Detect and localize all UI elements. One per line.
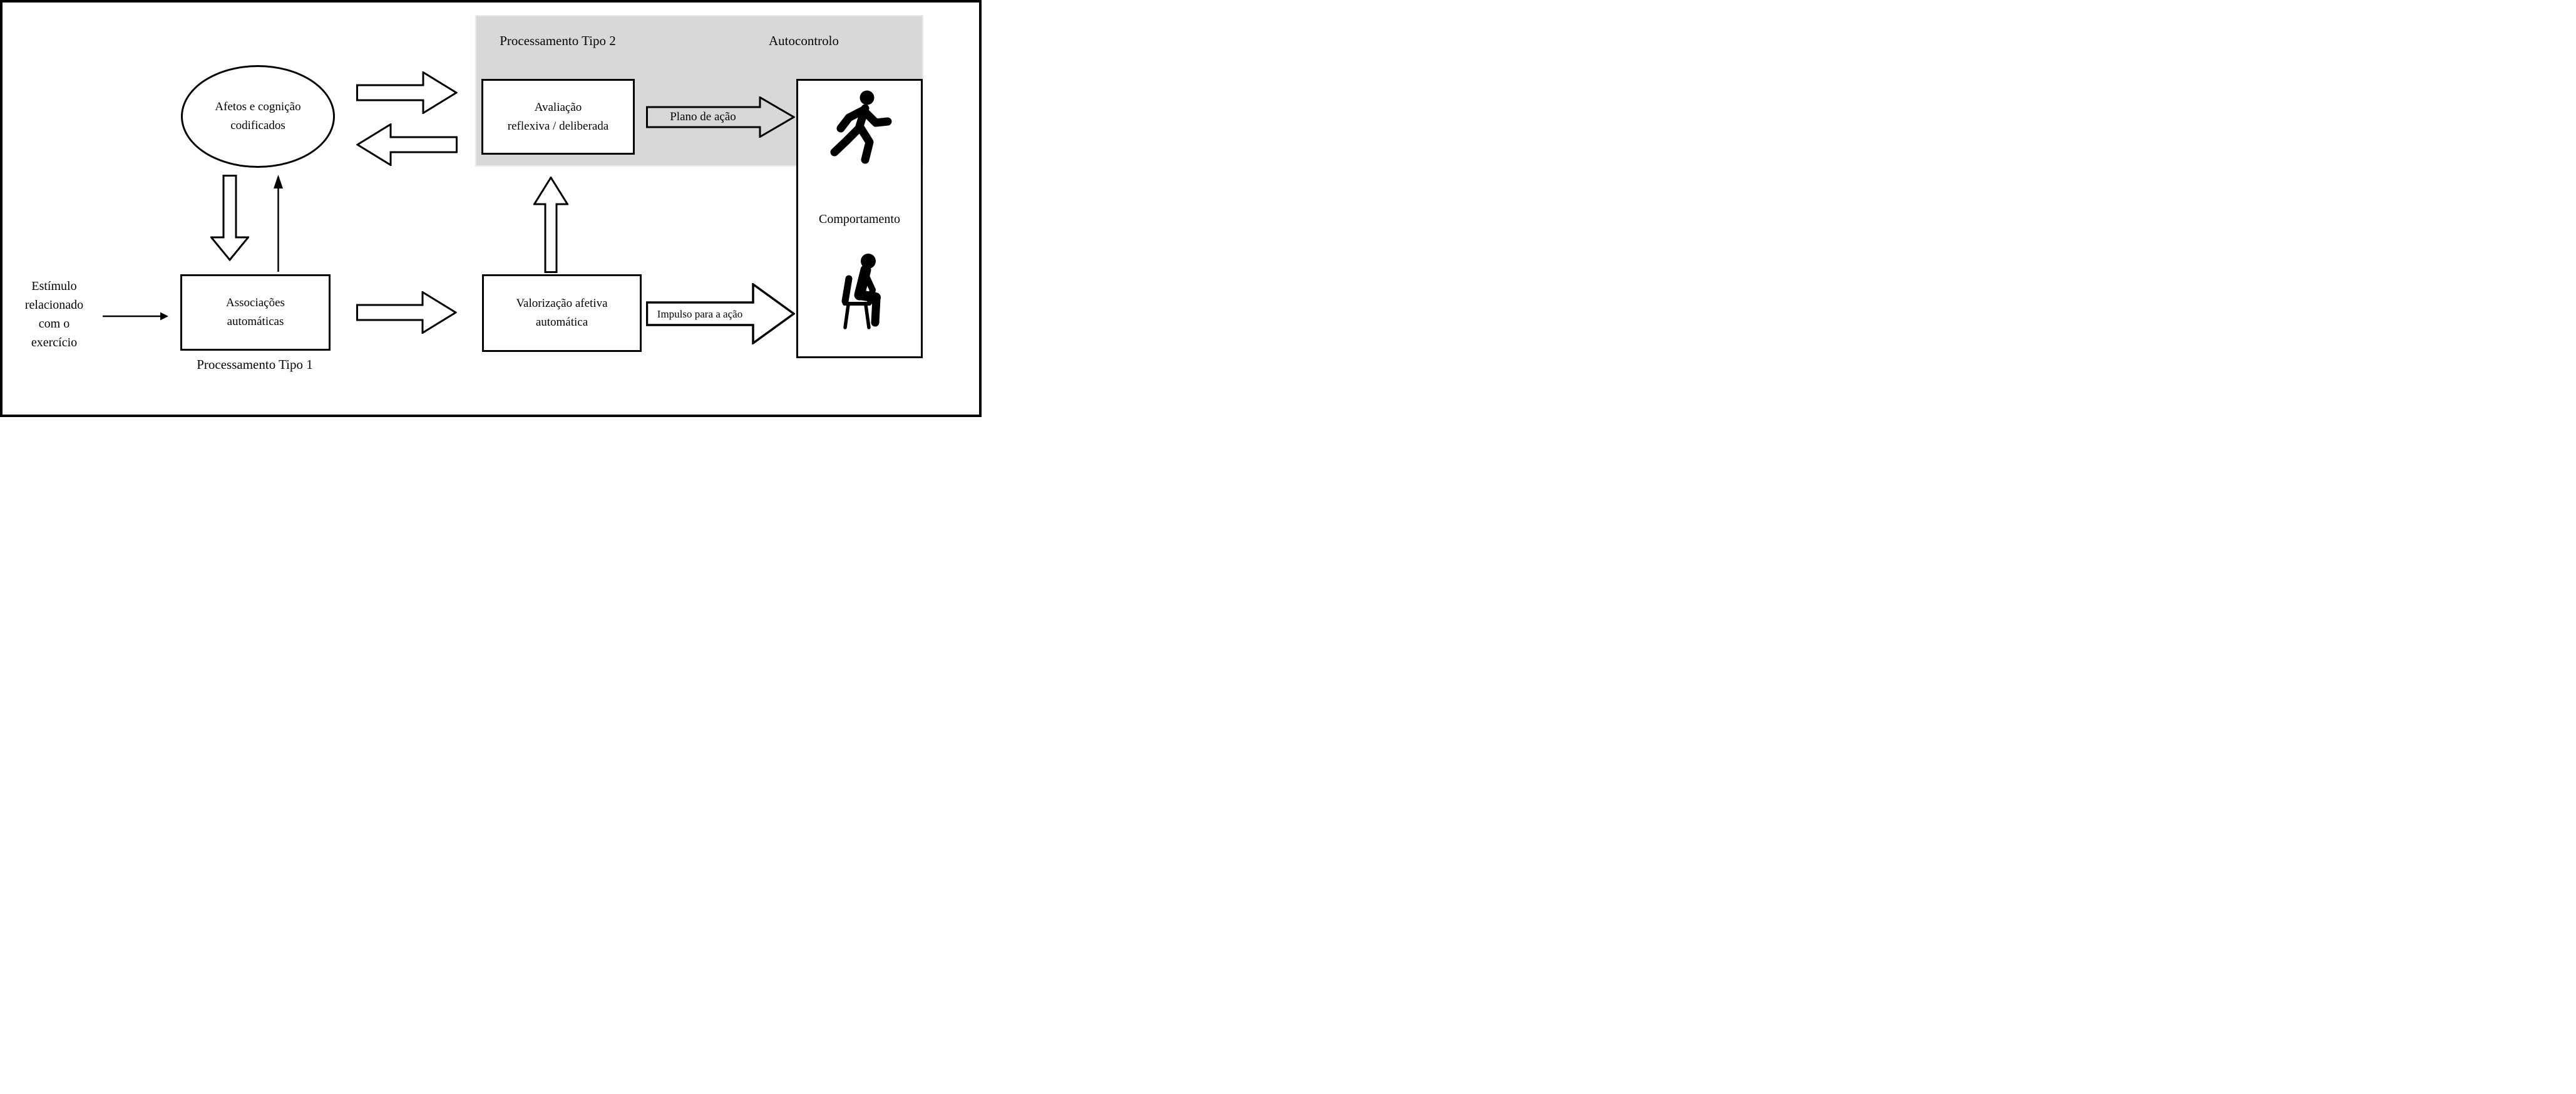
stimulus-line: com o <box>38 317 70 331</box>
associacoes-text-line: automáticas <box>227 315 284 328</box>
impulso-label: Impulso para a ação <box>657 308 743 320</box>
ellipse-afetos-cognicao: Afetos e cognição codificados <box>181 65 335 168</box>
arrow-avaliacao-to-ellipse-icon <box>356 123 458 166</box>
arrow-valorizacao-to-avaliacao-icon <box>533 177 568 273</box>
plano-de-acao-label: Plano de ação <box>670 110 736 123</box>
stimulus-arrow-icon <box>103 312 168 321</box>
arrow-associacoes-to-ellipse-icon <box>274 175 283 272</box>
comportamento-label: Comportamento <box>819 212 900 226</box>
walking-person-icon <box>830 90 892 164</box>
ellipse-text-line: codificados <box>230 119 285 132</box>
stimulus-line: Estímulo <box>31 279 77 293</box>
autocontrol-section-label: Autocontrolo <box>769 33 839 48</box>
avaliacao-text-line: reflexiva / deliberada <box>507 119 609 133</box>
type1-section-label: Processamento Tipo 1 <box>197 357 313 372</box>
arrow-associacoes-to-valorizacao-icon <box>356 291 457 334</box>
arrow-impulso-icon <box>646 283 795 344</box>
box-associacoes-automaticas: Associações automáticas <box>180 274 331 351</box>
valorizacao-text-line: Valorização afetiva <box>516 297 608 310</box>
arrow-ellipse-to-avaliacao-icon <box>356 71 458 114</box>
type2-section-label: Processamento Tipo 2 <box>500 33 616 48</box>
stimulus-line: exercício <box>31 336 78 349</box>
box-valorizacao-afetiva: Valorização afetiva automática <box>482 274 642 352</box>
valorizacao-text-line: automática <box>535 316 588 329</box>
ellipse-text-line: Afetos e cognição <box>215 100 301 113</box>
box-comportamento: Comportamento <box>796 79 923 358</box>
arrow-plano-de-acao-icon <box>646 96 795 138</box>
box-avaliacao-reflexiva: Avaliação reflexiva / deliberada <box>481 79 635 155</box>
sitting-person-icon <box>841 254 881 329</box>
avaliacao-text-line: Avaliação <box>534 100 582 114</box>
dual-process-diagram: Processamento Tipo 2 Autocontrolo Estímu… <box>0 0 982 417</box>
stimulus-line: relacionado <box>24 298 84 312</box>
associacoes-text-line: Associações <box>226 296 285 309</box>
arrow-ellipse-to-associacoes-icon <box>210 175 249 261</box>
stimulus-text: Estímulo relacionado com o exercício <box>9 277 100 352</box>
